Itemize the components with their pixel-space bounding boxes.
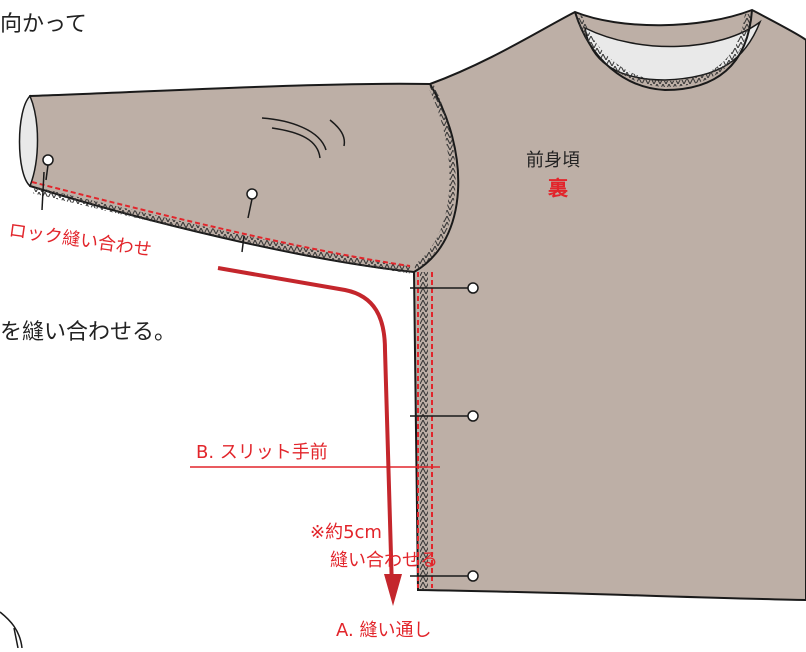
partial-sleeve-fragment-2 [13,627,19,649]
partial-sleeve-fragment [0,611,23,649]
pin-side-3 [410,570,479,582]
sleeve-underarm-stitch [33,186,411,274]
neckline-stitch [576,13,751,88]
side-label: 裏 [548,176,568,200]
sleeve-fold-line [261,117,346,159]
armhole-stitch [413,84,456,271]
pin-sleeve-1 [41,154,54,211]
pin-side-2 [410,410,479,422]
mid-instruction-text: を縫い合わせる。 [0,320,177,345]
slit-label: B. スリット手前 [196,442,328,463]
side-seam-stitch [420,272,428,590]
sleeve-cuff [18,94,39,188]
neckline-rib [574,9,753,92]
direction-arrow [217,266,394,591]
top-instruction-text: 向かって [0,12,87,37]
note-line-1: ※約5cm [310,522,382,543]
body-label: 前身頃 [526,150,580,171]
pin-side-1 [410,282,479,294]
note-line-2: 縫い合わせる [330,550,438,571]
pin-sleeve-2 [241,188,258,253]
sleeve-seam-red [31,181,411,267]
direction-arrow-head [384,574,402,606]
end-label: A. 縫い通し [336,620,432,641]
front-body-panel [412,8,806,602]
